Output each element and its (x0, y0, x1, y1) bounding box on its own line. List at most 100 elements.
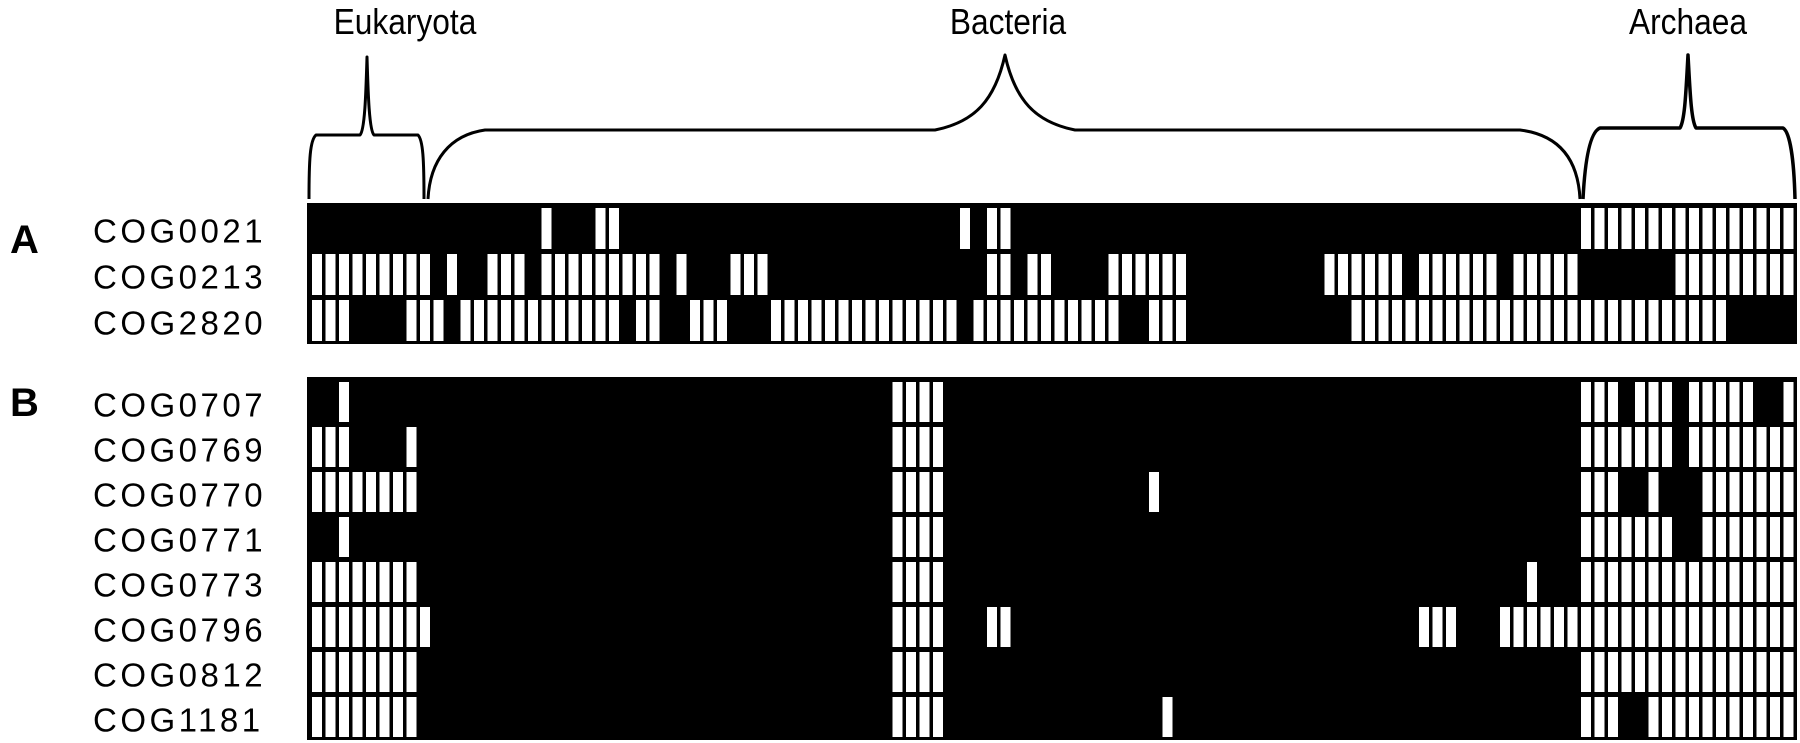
white-cell (1513, 607, 1524, 647)
white-cell (339, 517, 349, 557)
white-cell (406, 472, 417, 512)
white-cell (1594, 562, 1605, 602)
white-cell (1702, 697, 1713, 737)
white-cell (933, 697, 943, 737)
white-cell (1689, 562, 1699, 602)
white-cell (1635, 208, 1645, 249)
white-cell (1365, 300, 1375, 341)
white-cell (501, 254, 511, 295)
white-cell (1743, 427, 1753, 467)
white-cell (487, 254, 498, 295)
row-label: COG0021 (93, 212, 267, 250)
white-cell (379, 562, 390, 602)
row-label: COG0773 (93, 566, 267, 603)
row-label: COG0213 (93, 258, 267, 296)
white-cell (1783, 652, 1794, 692)
white-cell (892, 427, 903, 467)
row-label: COG1181 (93, 701, 264, 738)
white-cell (393, 652, 403, 692)
white-cell (1162, 254, 1173, 295)
white-cell (1000, 300, 1011, 341)
white-cell (1581, 697, 1591, 737)
white-cell (339, 472, 349, 512)
white-cell (1743, 472, 1753, 512)
white-cell (906, 472, 916, 512)
white-cell (1122, 254, 1132, 295)
white-cell (595, 208, 606, 249)
white-cell (1716, 562, 1726, 602)
white-cell (906, 562, 916, 602)
white-cell (1702, 427, 1713, 467)
white-cell (987, 254, 997, 295)
white-cell (1176, 254, 1186, 295)
white-cell (1419, 607, 1429, 647)
white-cell (1581, 300, 1591, 341)
white-cell (325, 254, 336, 295)
white-cell (1689, 607, 1699, 647)
white-cell (1648, 472, 1659, 512)
white-cell (1716, 382, 1726, 422)
white-cell (933, 517, 943, 557)
white-cell (1635, 652, 1645, 692)
white-cell (1567, 254, 1578, 295)
white-cell (1527, 607, 1537, 647)
white-cell (312, 652, 322, 692)
profile-row-cog1181 (312, 697, 1794, 737)
white-cell (1770, 607, 1780, 647)
white-cell (1351, 300, 1362, 341)
white-cell (906, 517, 916, 557)
white-cell (1608, 427, 1618, 467)
white-cell (1540, 607, 1551, 647)
white-cell (1594, 427, 1605, 467)
white-cell (1729, 208, 1740, 249)
white-cell (1432, 607, 1443, 647)
white-cell (1041, 254, 1051, 295)
white-cell (1554, 607, 1564, 647)
white-cell (1635, 607, 1645, 647)
white-cell (1635, 562, 1645, 602)
white-cell (1581, 562, 1591, 602)
white-cell (690, 300, 700, 341)
white-cell (1581, 607, 1591, 647)
white-cell (1729, 517, 1740, 557)
white-cell (1675, 607, 1686, 647)
white-cell (352, 562, 363, 602)
white-cell (892, 697, 903, 737)
white-cell (1743, 697, 1753, 737)
white-cell (1095, 300, 1105, 341)
white-cell (366, 607, 376, 647)
white-cell (757, 254, 768, 295)
white-cell (1770, 562, 1780, 602)
white-cell (1027, 254, 1038, 295)
white-cell (1662, 300, 1672, 341)
white-cell (1702, 517, 1713, 557)
white-cell (933, 300, 943, 341)
white-cell (1324, 254, 1335, 295)
white-cell (1608, 697, 1618, 737)
white-cell (973, 300, 984, 341)
white-cell (1540, 254, 1551, 295)
white-cell (906, 697, 916, 737)
white-cell (946, 300, 957, 341)
white-cell (501, 300, 511, 341)
white-cell (1594, 697, 1605, 737)
white-cell (1756, 208, 1767, 249)
white-cell (1689, 697, 1699, 737)
bacteria-brace (426, 53, 1582, 200)
white-cell (474, 300, 484, 341)
white-cell (352, 472, 363, 512)
white-cell (919, 472, 930, 512)
profile-row-cog0770 (312, 472, 1794, 512)
white-cell (339, 254, 349, 295)
white-cell (1743, 517, 1753, 557)
white-cell (1743, 562, 1753, 602)
white-cell (1756, 427, 1767, 467)
white-cell (312, 697, 322, 737)
white-cell (406, 562, 417, 602)
white-cell (352, 697, 363, 737)
white-cell (1149, 472, 1159, 512)
white-cell (1581, 652, 1591, 692)
white-cell (1648, 652, 1659, 692)
white-cell (1581, 472, 1591, 512)
white-cell (352, 254, 363, 295)
